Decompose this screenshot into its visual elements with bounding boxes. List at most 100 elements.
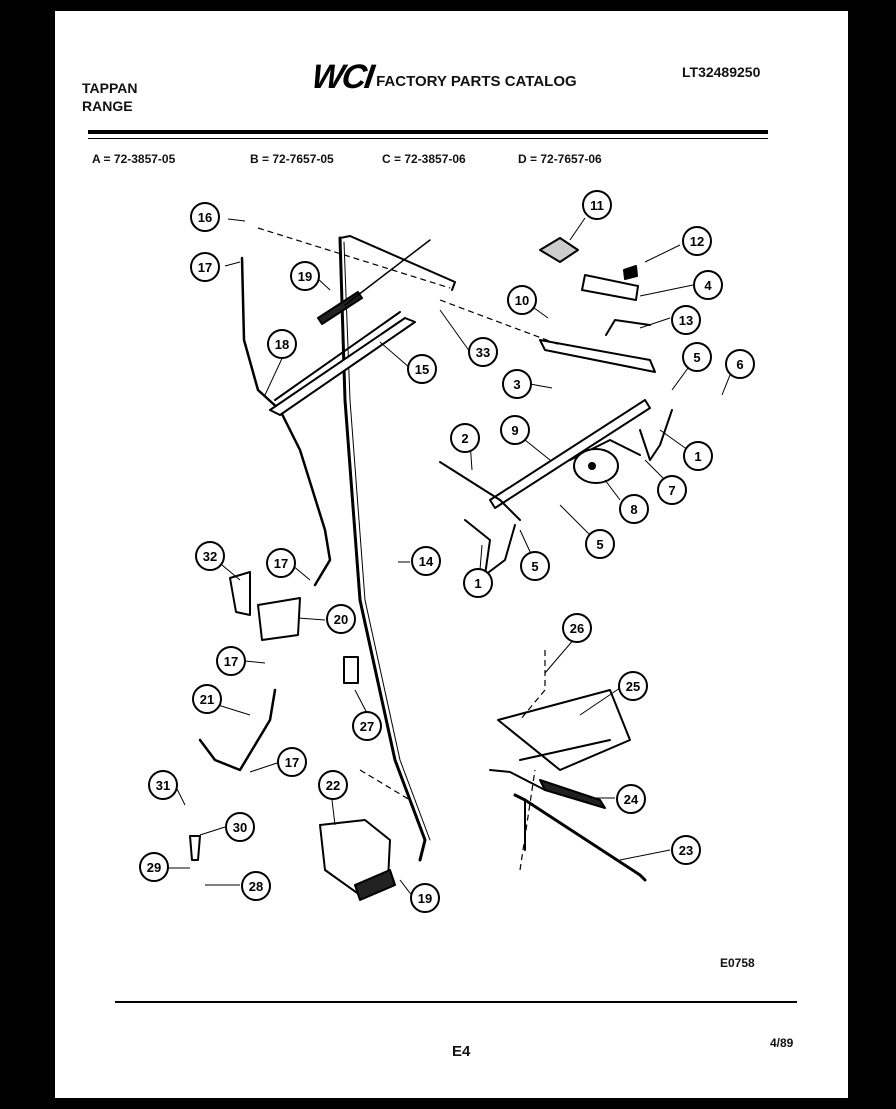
callout-30: 30 <box>225 812 255 842</box>
callout-label: 11 <box>590 198 604 213</box>
bracket-4 <box>581 274 639 301</box>
callout-label: 19 <box>418 891 432 906</box>
callout-12: 12 <box>682 226 712 256</box>
callout-circle <box>562 613 592 643</box>
callout-28: 28 <box>241 871 271 901</box>
tube-1-upper <box>639 409 673 461</box>
callout-label: 30 <box>233 820 247 835</box>
callout-22: 22 <box>318 770 348 800</box>
callout-label: 9 <box>511 423 518 438</box>
callout-17: 17 <box>277 747 307 777</box>
callout-label: 12 <box>690 234 704 249</box>
callout-circle <box>216 646 246 676</box>
callout-label: 4 <box>704 278 712 293</box>
callout-13: 13 <box>671 305 701 335</box>
callout-5: 5 <box>585 529 615 559</box>
callout-circle <box>463 568 493 598</box>
callout-label: 29 <box>147 860 161 875</box>
callout-24: 24 <box>616 784 646 814</box>
model-d: D = 72-7657-06 <box>518 152 602 166</box>
callout-label: 23 <box>679 843 693 858</box>
callout-label: 8 <box>630 502 637 517</box>
callout-circle <box>468 337 498 367</box>
callout-label: 5 <box>531 559 538 574</box>
callout-circle <box>411 546 441 576</box>
callout-15: 15 <box>407 354 437 384</box>
callout-label: 1 <box>474 576 481 591</box>
top-burner-tube <box>339 235 456 291</box>
callout-circle <box>657 475 687 505</box>
callout-21: 21 <box>192 684 222 714</box>
revision-date: 4/89 <box>770 1036 794 1050</box>
burner-bar-15 <box>269 317 416 416</box>
callout-26: 26 <box>562 613 592 643</box>
callout-label: 21 <box>200 692 214 707</box>
callout-label: 5 <box>693 350 700 365</box>
callout-1: 1 <box>683 441 713 471</box>
callout-circle <box>450 423 480 453</box>
callout-circle <box>267 329 297 359</box>
callout-circle <box>693 270 723 300</box>
callout-circle <box>326 604 356 634</box>
callout-circle <box>619 494 649 524</box>
callout-label: 32 <box>203 549 217 564</box>
clip-13 <box>605 319 651 336</box>
catalog-page <box>55 11 848 1098</box>
callout-circle <box>266 548 296 578</box>
brand-block: TAPPAN RANGE <box>82 79 137 115</box>
manifold-upper <box>539 339 656 373</box>
callout-label: 16 <box>198 210 212 225</box>
callout-label: 27 <box>360 719 374 734</box>
model-a: A = 72-3857-05 <box>92 152 176 166</box>
callout-circle <box>407 354 437 384</box>
callout-label: 13 <box>679 313 693 328</box>
callout-5: 5 <box>520 551 550 581</box>
callout-14: 14 <box>411 546 441 576</box>
callout-label: 26 <box>570 621 584 636</box>
callout-circle <box>616 784 646 814</box>
callout-circle <box>618 671 648 701</box>
callout-label: 24 <box>624 792 639 807</box>
callout-circle <box>725 349 755 379</box>
manifold-9 <box>489 399 651 509</box>
callout-10: 10 <box>507 285 537 315</box>
callout-label: 5 <box>596 537 603 552</box>
callout-label: 19 <box>298 269 312 284</box>
callout-circle <box>318 770 348 800</box>
callout-circle <box>277 747 307 777</box>
callout-label: 33 <box>476 345 490 360</box>
callout-33: 33 <box>468 337 498 367</box>
callout-circle <box>195 541 225 571</box>
page-number: E4 <box>452 1043 471 1060</box>
model-b: B = 72-7657-05 <box>250 152 334 166</box>
burner-23 <box>513 793 647 882</box>
callout-9: 9 <box>500 415 530 445</box>
callout-label: 3 <box>513 377 520 392</box>
model-c: C = 72-3857-06 <box>382 152 466 166</box>
callout-6: 6 <box>725 349 755 379</box>
callout-label: 10 <box>515 293 529 308</box>
header-rule-thin <box>88 138 768 139</box>
callout-label: 17 <box>285 755 299 770</box>
figure-code: E0758 <box>720 956 755 970</box>
igniter-24 <box>539 779 606 809</box>
callout-19: 19 <box>290 261 320 291</box>
callout-5: 5 <box>682 342 712 372</box>
callout-label: 28 <box>249 879 263 894</box>
callout-circle <box>241 871 271 901</box>
callout-label: 17 <box>224 654 238 669</box>
callout-circle <box>502 369 532 399</box>
callout-label: 6 <box>736 357 743 372</box>
callout-23: 23 <box>671 835 701 865</box>
catalog-code: LT32489250 <box>682 64 761 80</box>
callout-17: 17 <box>216 646 246 676</box>
callout-circle <box>139 852 169 882</box>
callout-label: 15 <box>415 362 429 377</box>
callout-circle <box>671 835 701 865</box>
callout-circle <box>585 529 615 559</box>
callout-19: 19 <box>410 883 440 913</box>
callout-circle <box>682 342 712 372</box>
callout-31: 31 <box>148 770 178 800</box>
callout-label: 7 <box>668 483 675 498</box>
